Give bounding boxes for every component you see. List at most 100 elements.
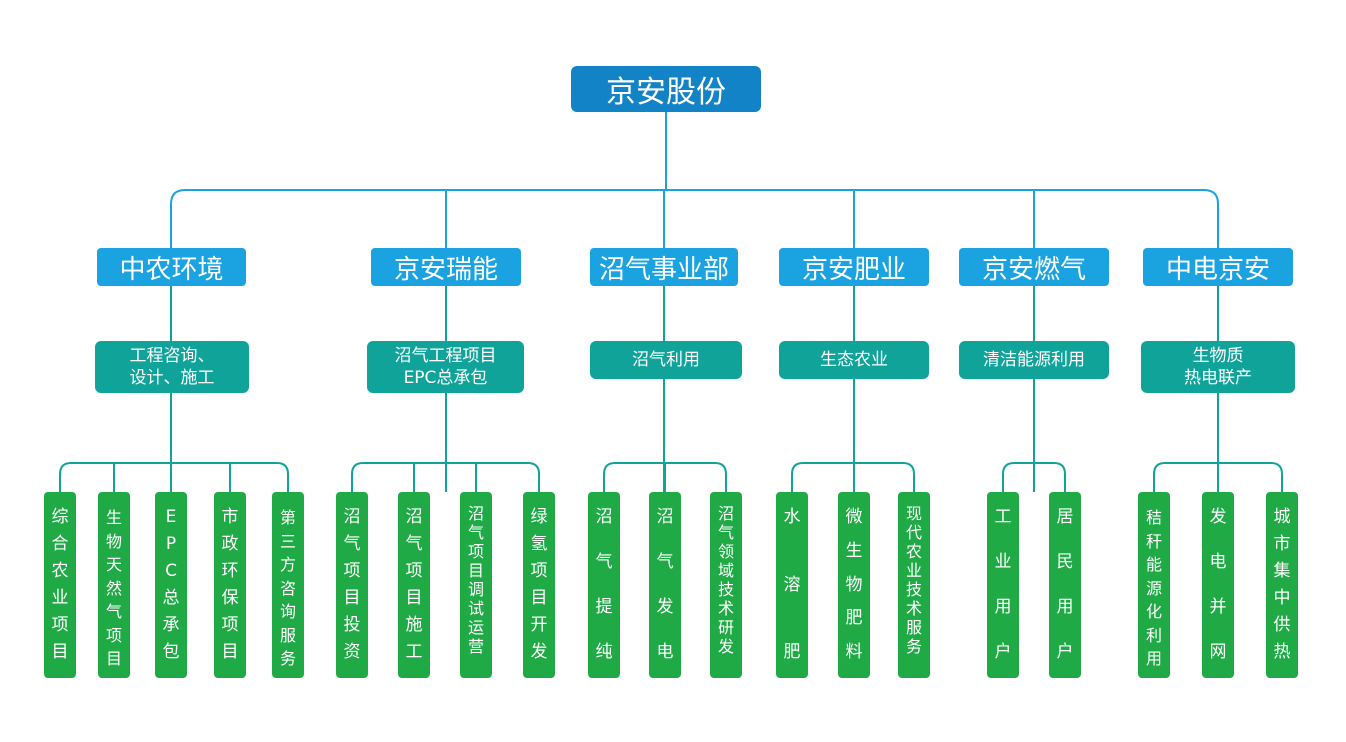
service-item-char: 物 xyxy=(845,574,863,595)
service-item-char: 发 xyxy=(656,597,674,617)
service-item-char: 资 xyxy=(343,642,361,662)
service-item: 现代农业技术服务 xyxy=(898,492,930,678)
service-item-char: 中 xyxy=(1273,588,1291,608)
service-item-char: 目 xyxy=(105,649,122,668)
service-item: 发电并网 xyxy=(1202,492,1234,678)
service-item-char: 业 xyxy=(51,588,69,608)
service-item-char: 居 xyxy=(1056,507,1074,527)
leaf-bus xyxy=(59,462,289,492)
business-label: 生物质 xyxy=(1192,346,1244,366)
service-item-char: 并 xyxy=(1209,597,1227,617)
service-item-char: 沼 xyxy=(467,504,484,523)
service-item-char: 气 xyxy=(105,602,122,621)
root-company: 京安股份 xyxy=(571,66,761,112)
service-item-char: 绿 xyxy=(530,507,548,527)
service-item: 城市集中供热 xyxy=(1266,492,1298,678)
service-item-char: 集 xyxy=(1273,561,1291,581)
service-item-char: 沼 xyxy=(717,504,734,523)
service-item-char: 目 xyxy=(530,588,548,608)
service-item-char: 政 xyxy=(221,534,239,554)
service-item-char: 气 xyxy=(717,523,734,542)
service-item-char: 研 xyxy=(717,618,734,637)
service-item-char: 秆 xyxy=(1145,531,1162,551)
service-item-char: 询 xyxy=(279,602,296,621)
service-item-char: 氢 xyxy=(530,534,548,554)
company-box: 京安肥业 xyxy=(779,248,929,286)
service-item-char: 能 xyxy=(1145,555,1162,574)
service-item-char: 合 xyxy=(51,534,69,554)
service-item-char: 目 xyxy=(405,588,423,608)
leaf-bus xyxy=(1002,462,1066,492)
service-item: 微生物肥料 xyxy=(838,492,870,678)
service-item-char: 投 xyxy=(343,615,361,635)
service-item-char: 发 xyxy=(1209,507,1227,527)
service-item-char: 肥 xyxy=(783,642,801,662)
business-label: 沼气工程项目 xyxy=(394,346,497,366)
company-box: 沼气事业部 xyxy=(590,248,738,286)
service-item-char: 目 xyxy=(51,642,69,662)
service-item: 水溶肥 xyxy=(776,492,808,678)
company-box: 中电京安 xyxy=(1143,248,1293,286)
service-item-char: 项 xyxy=(221,615,239,635)
service-item-char: 项 xyxy=(105,625,122,645)
service-item-char: E xyxy=(165,507,177,527)
service-item-char: 气 xyxy=(405,534,423,554)
service-item-char: 试 xyxy=(467,599,484,618)
service-item-char: 提 xyxy=(595,597,613,617)
business-box: 沼气利用 xyxy=(590,341,742,379)
service-item-char: C xyxy=(165,561,177,581)
service-item-char: 沼 xyxy=(595,507,613,527)
service-item-char: 调 xyxy=(467,580,484,599)
service-item-char: 综 xyxy=(51,507,69,527)
service-item-char: 市 xyxy=(221,507,239,527)
service-item: 秸秆能源化利用 xyxy=(1138,492,1170,678)
service-item-char: 微 xyxy=(845,507,863,527)
service-item: 第三方咨询服务 xyxy=(272,492,304,678)
service-item-char: 现 xyxy=(905,504,922,523)
service-item-char: 生 xyxy=(845,540,863,561)
service-item-char: 业 xyxy=(905,561,922,580)
service-item: 居民用户 xyxy=(1049,492,1081,678)
business-box: 生物质热电联产 xyxy=(1141,341,1295,393)
service-item-char: 化 xyxy=(1145,602,1162,621)
service-item: 工业用户 xyxy=(987,492,1019,678)
service-item-char: 电 xyxy=(1209,552,1227,572)
business-label: EPC总承包 xyxy=(403,368,488,388)
service-item-char: 用 xyxy=(994,597,1012,617)
service-item-char: 项 xyxy=(51,615,69,635)
service-item-char: 沼 xyxy=(343,507,361,527)
service-item-char: 肥 xyxy=(845,608,863,629)
service-item-char: 方 xyxy=(279,555,296,574)
business-label: 热电联产 xyxy=(1184,368,1252,388)
service-item-char: 用 xyxy=(1056,597,1074,617)
leaf-bus xyxy=(351,462,540,492)
service-item-char: 承 xyxy=(162,615,180,635)
service-item-char: 溶 xyxy=(783,574,801,595)
service-item-char: 天 xyxy=(105,555,122,574)
service-item: 沼气项目调试运营 xyxy=(460,492,492,678)
company-box: 中农环境 xyxy=(97,248,246,286)
business-box: 工程咨询、设计、施工 xyxy=(95,341,249,393)
service-item: 市政环保项目 xyxy=(214,492,246,678)
service-item-char: 纯 xyxy=(595,642,613,662)
service-item-char: 热 xyxy=(1273,642,1291,662)
service-item-char: 务 xyxy=(905,637,922,656)
service-item-char: 市 xyxy=(1273,534,1291,554)
service-item-char: 源 xyxy=(1145,578,1162,598)
service-item-char: 沼 xyxy=(656,507,674,527)
service-item-char: 物 xyxy=(105,531,122,551)
service-item-char: 技 xyxy=(717,580,734,599)
main-bus xyxy=(170,189,1219,248)
service-item-char: 农 xyxy=(905,542,922,561)
service-item-char: 气 xyxy=(343,534,361,554)
service-item-char: 户 xyxy=(1056,642,1074,662)
service-item-char: 气 xyxy=(656,552,674,572)
service-item-char: 秸 xyxy=(1145,508,1162,527)
service-item-char: 水 xyxy=(783,507,801,527)
service-item-char: P xyxy=(165,534,177,554)
service-item-char: 术 xyxy=(717,599,734,618)
service-item-char: 项 xyxy=(530,561,548,581)
service-item-char: 农 xyxy=(51,561,69,581)
company-box: 京安燃气 xyxy=(959,248,1109,286)
service-item-char: 供 xyxy=(1273,615,1291,635)
